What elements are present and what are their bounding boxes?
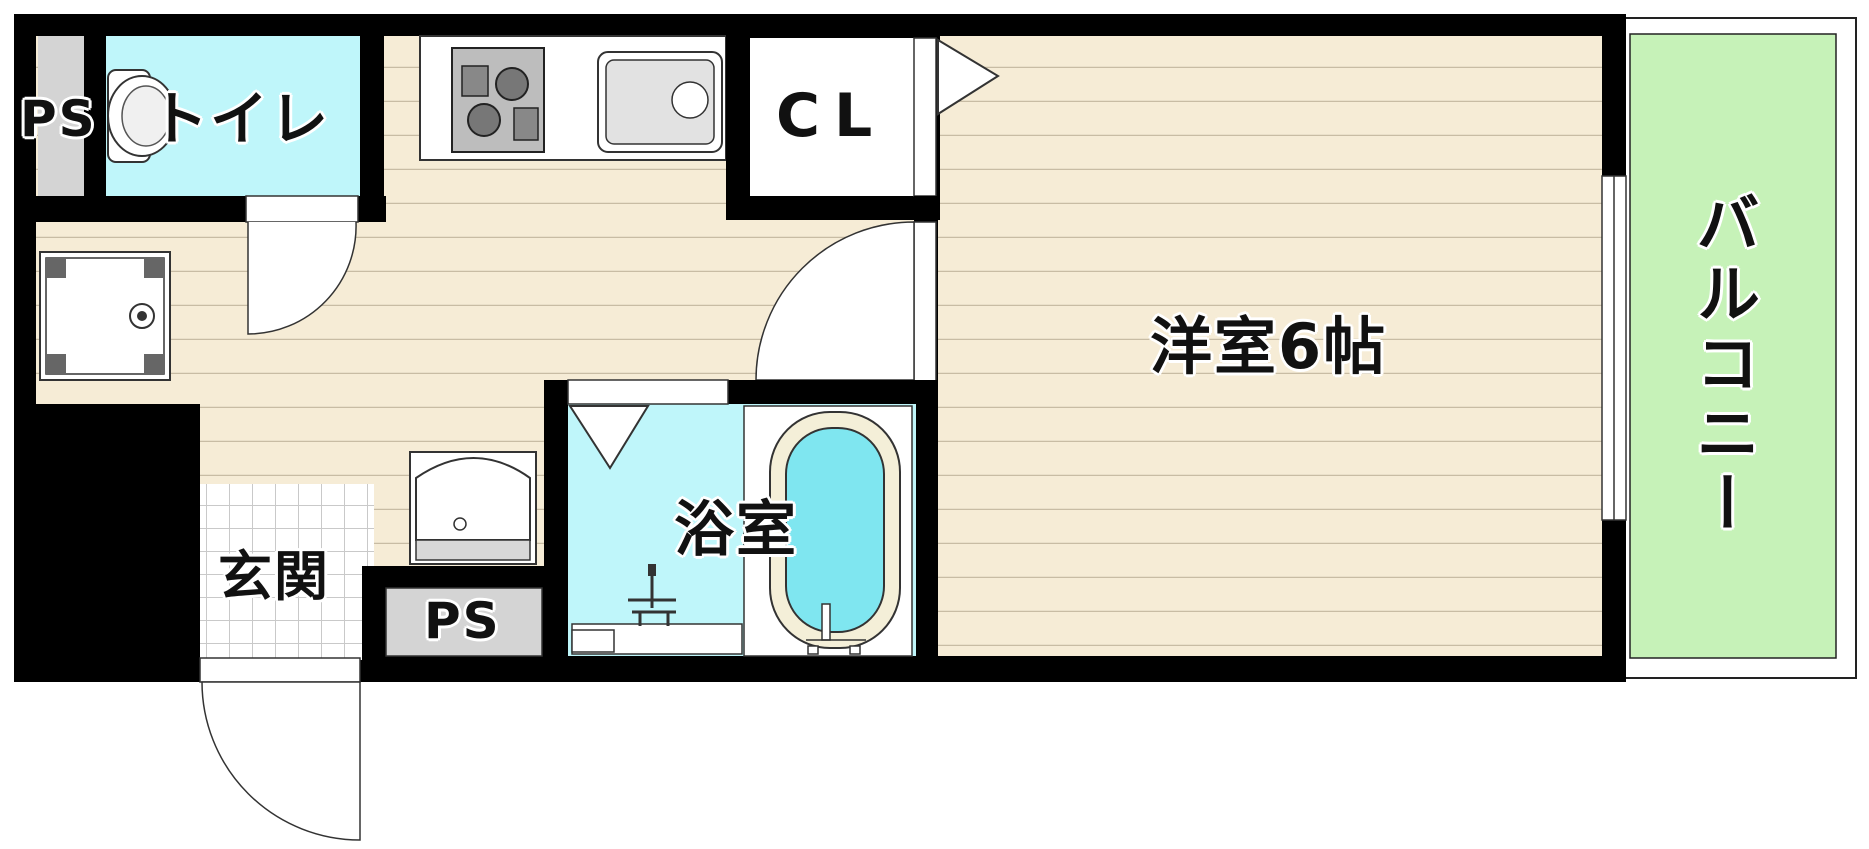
- washer-pan-icon: [39, 251, 171, 381]
- ps-top-label: PS: [20, 90, 97, 148]
- toilet-door-swing: [247, 221, 357, 335]
- bath-door: [567, 379, 729, 405]
- washbasin-icon: [409, 451, 537, 565]
- ps-bottom-label: PS: [424, 592, 501, 650]
- ps-toilet-divider: [84, 36, 106, 196]
- bath-door-arrow-icon: [568, 405, 650, 470]
- ps-top-shaft: [38, 36, 84, 196]
- closet-floor: [750, 38, 914, 196]
- entrance-tile: [200, 484, 374, 660]
- room-door-swing: [755, 221, 915, 381]
- closet-label: CL: [776, 81, 887, 151]
- balcony-floor: [1629, 33, 1837, 659]
- toilet-icon: [107, 69, 177, 163]
- western-room-label: 洋室6帖: [1150, 310, 1388, 383]
- toilet-wall-right: [360, 36, 384, 222]
- bathtub-icon: [769, 411, 901, 655]
- toilet-door-gap: [245, 195, 359, 223]
- shower-faucet-icon: [571, 564, 743, 655]
- entrance-door-swing: [201, 681, 361, 841]
- bathroom-label: 浴室: [674, 495, 798, 565]
- balcony-label: バルコニー: [1685, 190, 1759, 540]
- room-door-gap: [913, 221, 937, 383]
- door-arrow-icon: [937, 38, 1000, 116]
- western-room-floor: [938, 36, 1602, 656]
- ps-bottom-shaft: [385, 587, 543, 657]
- entrance-door-gap: [199, 657, 361, 683]
- entrance-wall-left: [14, 404, 200, 682]
- closet-door: [913, 37, 937, 197]
- toilet-label: トイレ: [150, 85, 331, 153]
- entrance-label: 玄関: [218, 545, 330, 608]
- sink-icon: [597, 51, 723, 153]
- stove-icon: [451, 47, 545, 153]
